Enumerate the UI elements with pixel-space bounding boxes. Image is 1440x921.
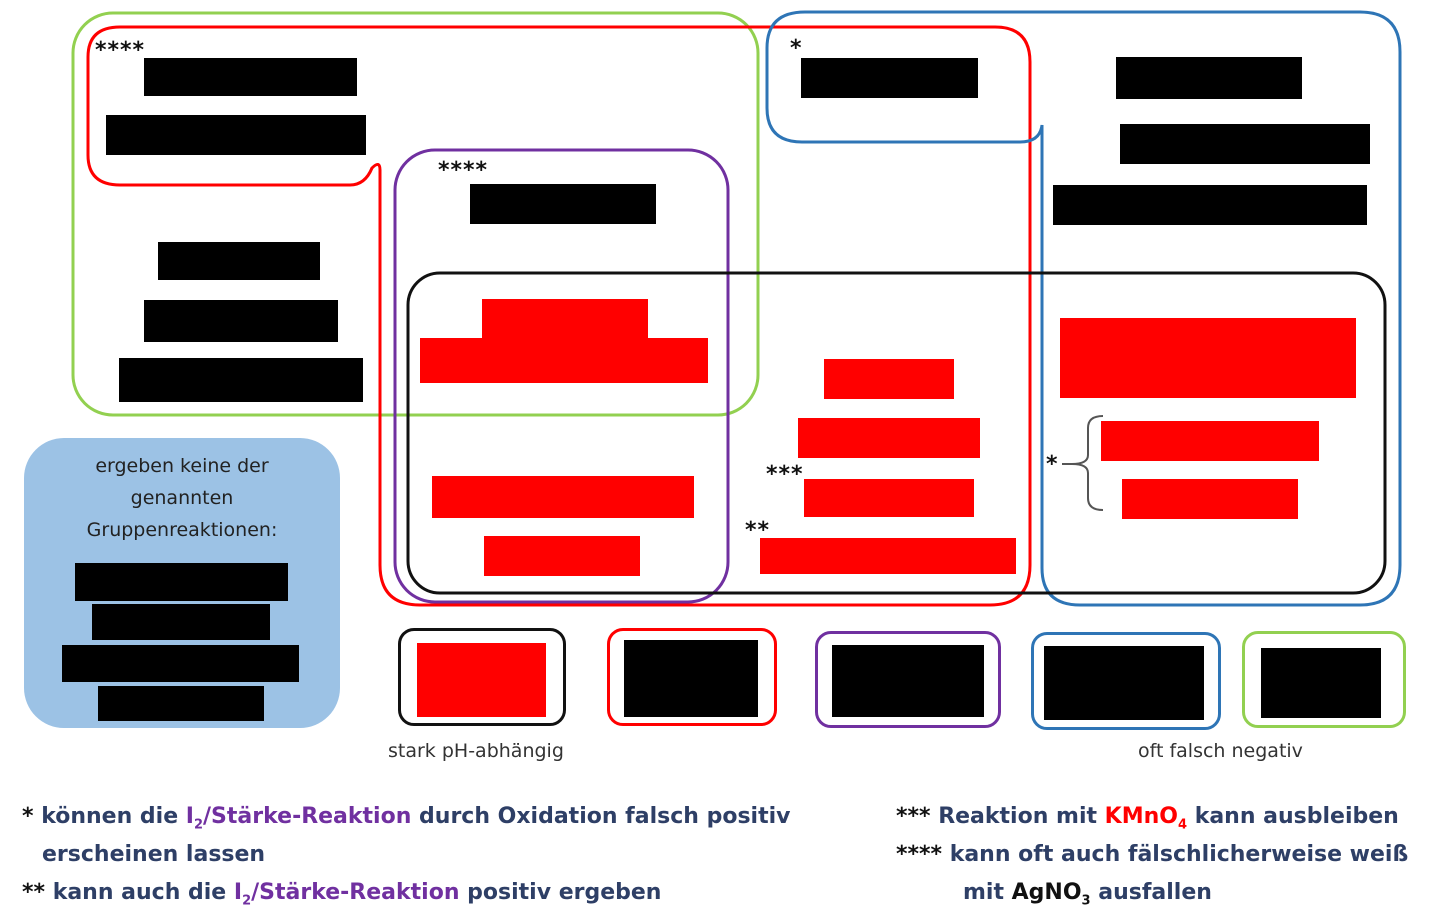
- footnote-1-reaction: I2/Stärke-Reaktion: [185, 804, 412, 833]
- footnote-4-mark: ****: [896, 842, 943, 867]
- purple-group-frame: [393, 148, 730, 604]
- footnote-2-pre: kann auch die: [52, 880, 234, 905]
- no-group-reaction-line: Gruppenreaktionen:: [86, 519, 278, 541]
- footnote-1-line2: erscheinen lassen: [42, 842, 266, 867]
- footnote-3-pre: Reaktion mit: [938, 804, 1105, 829]
- footnote-1-post: durch Oxidation falsch positiv: [411, 804, 791, 829]
- redacted-red-bar: [482, 299, 648, 343]
- redacted-red-bar: [798, 418, 980, 458]
- black-group-frame: [406, 271, 1387, 595]
- redacted-red-bar: [432, 476, 694, 518]
- redacted-bar: [1120, 124, 1370, 164]
- legend-black-swatch: [417, 643, 546, 717]
- redacted-red-bar: [420, 338, 708, 383]
- legend-purple-swatch: [832, 645, 984, 717]
- legend-blue-frame: [1031, 632, 1221, 730]
- footnote-2-reaction: I2/Stärke-Reaktion: [233, 880, 460, 909]
- redacted-bar: [158, 242, 320, 280]
- legend-red-swatch: [624, 640, 758, 717]
- legend-blue-swatch: [1044, 646, 1204, 720]
- redacted-bar: [92, 604, 270, 640]
- footnote-1: * können die I2/Stärke-Reaktion durch Ox…: [22, 804, 791, 833]
- footnote-3-reagent: KMnO4: [1104, 804, 1188, 833]
- legend-label-green: oft falsch negativ: [1138, 740, 1303, 762]
- redacted-red-bar: [804, 479, 974, 517]
- redacted-red-bar: [1122, 479, 1298, 519]
- star-mark-4-top: ****: [95, 38, 146, 63]
- redacted-bar: [62, 645, 299, 682]
- redacted-bar: [119, 358, 363, 402]
- redacted-bar: [801, 58, 978, 98]
- blue-group-frame: [765, 10, 1402, 607]
- redacted-bar: [144, 300, 338, 342]
- footnote-2: ** kann auch die I2/Stärke-Reaktion posi…: [22, 880, 661, 909]
- redacted-bar: [1053, 185, 1367, 225]
- redacted-bar: [470, 184, 656, 224]
- redacted-bar: [106, 115, 366, 155]
- legend-purple-frame: [815, 631, 1001, 728]
- green-group-frame: [71, 11, 760, 417]
- star-mark-1-top: *: [790, 36, 803, 61]
- footnote-3-mark: ***: [896, 804, 931, 829]
- redacted-bar: [144, 58, 357, 96]
- legend-red-frame: [607, 628, 777, 726]
- footnote-3: *** Reaktion mit KMnO4 kann ausbleiben: [896, 804, 1399, 833]
- no-group-reaction-text: ergeben keine der genannten Gruppenreakt…: [24, 450, 340, 546]
- footnote-4: **** kann oft auch fälschlicherweise wei…: [896, 842, 1408, 868]
- legend-green-frame: [1242, 631, 1406, 728]
- red-group-frame: [86, 25, 1032, 607]
- redacted-bar: [75, 563, 288, 601]
- footnote-1-pre: können die: [41, 804, 186, 829]
- redacted-red-bar: [1101, 421, 1319, 461]
- redacted-red-bar: [1060, 318, 1356, 398]
- legend-label-black: stark pH-abhängig: [388, 740, 564, 762]
- footnote-4-line1: kann oft auch fälschlicherweise weiß: [949, 842, 1409, 867]
- star-mark-1-right: *: [1046, 452, 1059, 477]
- no-group-reaction-line: ergeben keine der: [95, 455, 269, 477]
- redacted-red-bar: [824, 359, 954, 399]
- redacted-bar: [98, 686, 264, 721]
- footnote-1-mark: *: [22, 804, 34, 829]
- legend-green-swatch: [1261, 648, 1381, 718]
- star-mark-4-purple: ****: [438, 158, 489, 183]
- star-mark-3: ***: [766, 462, 804, 487]
- footnote-3-post: kann ausbleiben: [1187, 804, 1399, 829]
- star-mark-2: **: [745, 518, 771, 543]
- redacted-bar: [1116, 57, 1302, 99]
- footnote-4-reagent: AgNO3: [1011, 880, 1091, 909]
- footnote-2-mark: **: [22, 880, 46, 905]
- footnote-4-line2: mit AgNO3 ausfallen: [963, 880, 1212, 909]
- no-group-reaction-line: genannten: [130, 487, 234, 509]
- redacted-red-bar: [760, 538, 1016, 574]
- legend-black-frame: [398, 628, 566, 726]
- curly-brace: [1071, 415, 1104, 511]
- redacted-red-bar: [484, 536, 640, 576]
- footnote-2-post: positiv ergeben: [459, 880, 662, 905]
